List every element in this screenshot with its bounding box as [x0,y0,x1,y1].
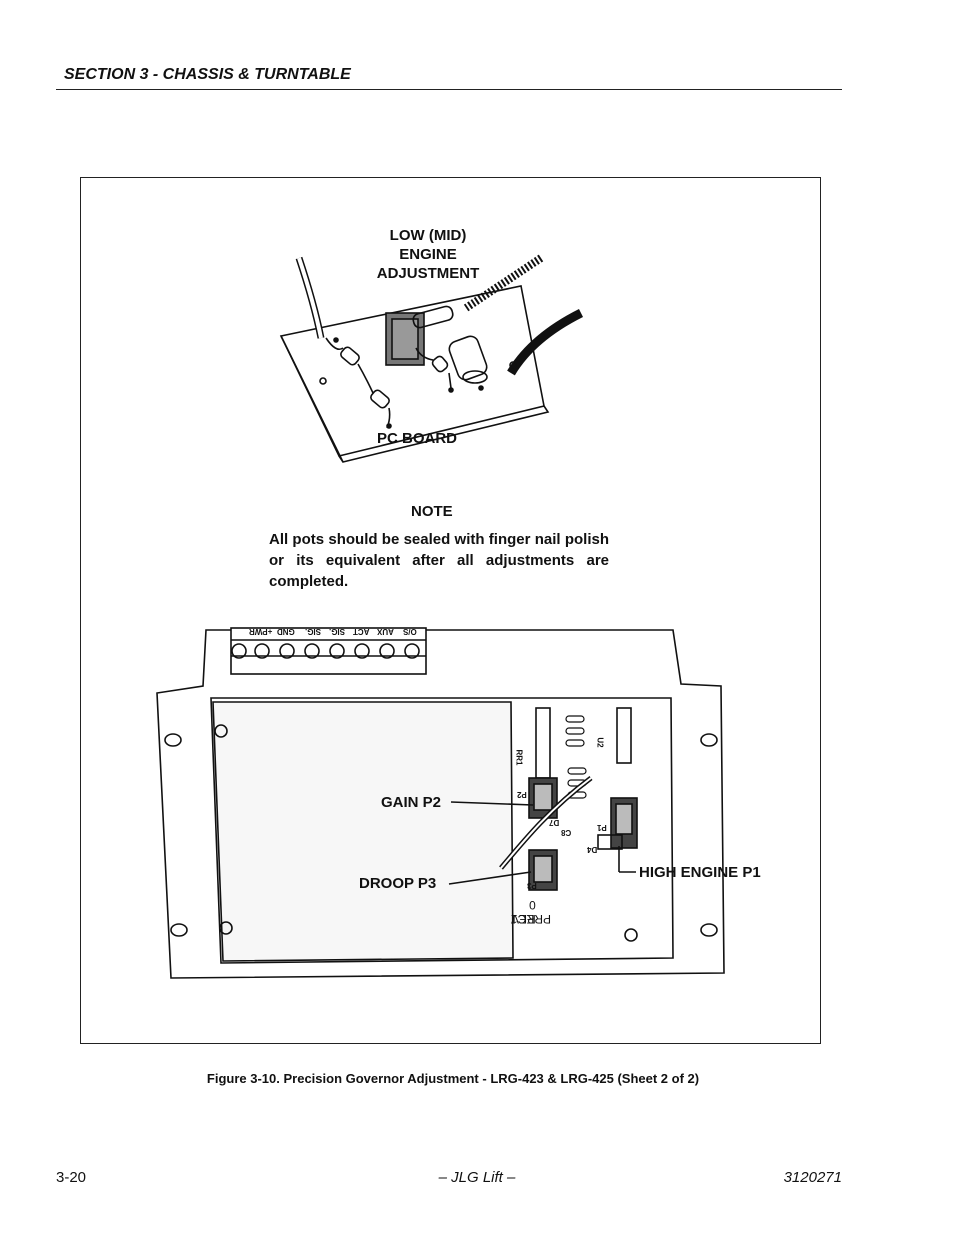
terminal-label: SIG. [305,627,322,636]
low-mid-engine-line-3: ADJUSTMENT [376,265,480,282]
terminal-label: GND [277,627,295,636]
figure-frame: LOW (MID) ENGINE ADJUSTMENT PC BOARD NOT… [80,177,821,1044]
figure-caption: Figure 3-10. Precision Governor Adjustme… [206,1071,700,1086]
footer-page-number: 3-20 [56,1169,87,1186]
pc-board-drawing [279,254,584,463]
board-marking: D7 [549,818,560,827]
terminal-labels: +PWR GND SIG. SIG. ACT AUX O/S [231,626,426,640]
pc-board-label: PC BOARD [377,430,458,447]
terminal-label: O/S [403,627,417,636]
footer-center: – JLG Lift – [438,1169,516,1186]
section-header: SECTION 3 - CHASSIS & TURNTABLE [64,66,351,83]
gain-p2-label: GAIN P2 [381,794,442,811]
low-mid-engine-label: LOW (MID) ENGINE ADJUSTMENT [353,226,503,283]
droop-p3-label: DROOP P3 [359,875,437,892]
low-mid-engine-line-1: LOW (MID) [389,227,467,244]
governor-enclosure-drawing [156,627,725,979]
board-marking: PREC1 [511,912,552,926]
terminal-label: +PWR [249,627,273,636]
terminal-label: AUX [377,627,394,636]
high-engine-p1-label: HIGH ENGINE P1 [639,864,761,881]
board-marking: P3 [527,881,537,890]
low-mid-engine-line-2: ENGINE [399,246,457,263]
board-marking: C8 [561,828,572,837]
board-marking: RR1 [514,749,524,766]
header-rule [56,89,842,90]
terminal-label: ACT [353,627,370,636]
terminal-label: SIG. [329,627,346,636]
board-marking: P2 [517,790,527,799]
board-marking: U2 [595,737,605,748]
board-marking: P1 [597,823,607,832]
board-marking: D4 [587,845,598,854]
footer-doc-number: 3120271 [783,1169,842,1186]
note-text: All pots should be sealed with finger na… [269,531,609,590]
figure-illustration [156,254,725,979]
note-title: NOTE [411,503,453,520]
